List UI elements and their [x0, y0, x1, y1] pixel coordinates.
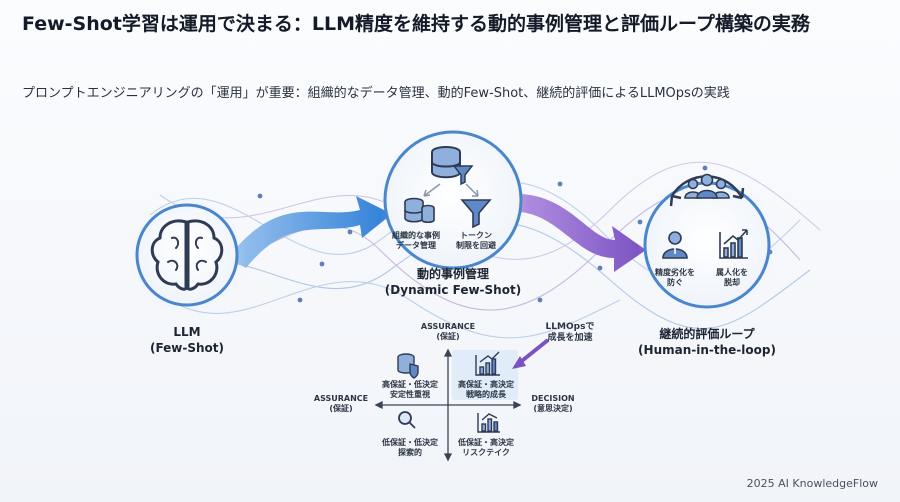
- database-icon: [404, 197, 435, 224]
- llm-sublabel: (Few-Shot): [149, 341, 225, 355]
- footer-credit: 2025 AI KnowledgeFlow: [746, 477, 878, 490]
- evaluation-item-1-line1: 精度劣化を: [655, 268, 695, 277]
- evaluation-item-1-line2: 防ぐ: [667, 278, 683, 287]
- callout-arrow: [516, 338, 550, 366]
- callout-sublabel: 成長を加速: [547, 333, 593, 343]
- team-icon: [684, 173, 730, 199]
- database-main-icon: [431, 146, 461, 179]
- funnel-small-icon: [452, 165, 474, 186]
- arrow-llm-to-dynamic: [228, 196, 392, 268]
- quadrant-top-left-line2: 安定性重視: [390, 390, 430, 399]
- dynamic-label: 動的事例管理: [416, 267, 489, 281]
- callout-label: LLMOpsで: [545, 322, 595, 332]
- llm-label: LLM: [173, 325, 201, 339]
- dynamic-item-1-line1: 組織的な事例: [392, 231, 440, 240]
- quadrant-bottom-right-line1: 低保証・高決定: [458, 438, 514, 447]
- axis-top-label: ASSURANCE: [420, 322, 476, 331]
- dynamic-item-1-line2: データ管理: [396, 241, 436, 250]
- quadrant-top-right-line1: 高保証・高決定: [458, 380, 514, 389]
- page-title: Few-Shot学習は運用で決まる：LLM精度を維持する動的事例管理と評価ループ…: [22, 13, 810, 35]
- dynamic-item-2-line2: 制限を回避: [456, 241, 496, 250]
- split-arrows: [423, 183, 479, 197]
- axis-right-sublabel: (意思決定): [533, 404, 573, 413]
- magnifier-icon: [398, 411, 416, 429]
- quadrant-bottom-right-line2: リスクテイク: [462, 448, 510, 457]
- matrix-axes: [374, 348, 522, 462]
- evaluation-item-2-line2: 脱却: [724, 278, 740, 287]
- evaluation-sublabel: (Human-in-the-loop): [638, 343, 776, 357]
- bar-chart-icon: [477, 413, 500, 433]
- page-subtitle: プロンプトエンジニアリングの「運用」が重要：組織的なデータ管理、動的Few-Sh…: [22, 86, 730, 101]
- funnel-icon: [460, 199, 492, 229]
- bar-chart-up-icon: [475, 351, 500, 376]
- dynamic-circle: [383, 130, 523, 270]
- arrow-dynamic-to-evaluation: [520, 194, 646, 272]
- axis-left-sublabel: (保証): [329, 404, 353, 413]
- person-icon: [662, 231, 688, 259]
- evaluation-item-2-line1: 属人化を: [716, 268, 748, 277]
- quadrant-top-left-line1: 高保証・低決定: [382, 380, 438, 389]
- axis-top-sublabel: (保証): [436, 332, 460, 341]
- quadrant-bottom-left-line1: 低保証・低決定: [382, 438, 438, 447]
- brain-icon: [150, 219, 224, 291]
- evaluation-circle: [643, 181, 771, 309]
- callout-arrow-head: [512, 356, 526, 369]
- dynamic-sublabel: (Dynamic Few-Shot): [384, 283, 522, 297]
- axis-right-label: DECISION: [531, 394, 575, 403]
- evaluation-label: 継続的評価ループ: [659, 327, 755, 341]
- loop-arrow-head-left: [669, 194, 682, 207]
- growth-chart-icon: [719, 229, 748, 259]
- axis-left-label: ASSURANCE: [313, 394, 369, 403]
- database-shield-icon: [397, 353, 419, 379]
- dynamic-item-2-line1: トークン: [460, 231, 492, 240]
- quadrant-top-right-line2: 戦略的成長: [466, 390, 506, 399]
- loop-arrow-head-right: [732, 187, 745, 200]
- quadrant-bottom-left-line2: 探索的: [398, 448, 422, 457]
